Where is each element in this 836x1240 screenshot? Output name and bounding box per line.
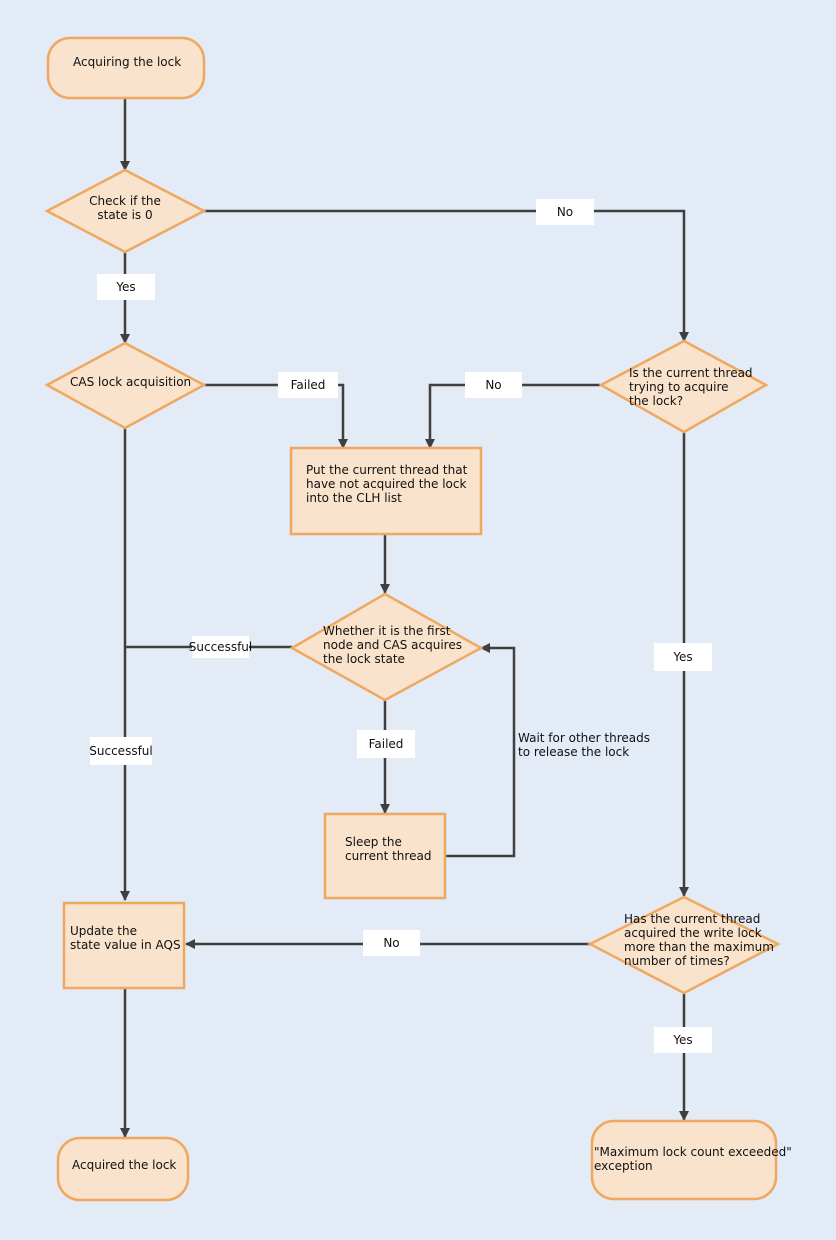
edge-cas-failed-to-clh — [204, 383, 348, 449]
edge-sleep-wait-to-first — [445, 643, 516, 858]
node-label-line: the lock state — [323, 652, 405, 666]
edge-check-no-to-current — [204, 209, 689, 342]
node-label-line: "Maximum lock count exceeded" — [594, 1145, 792, 1159]
node-label-line: current thread — [345, 849, 431, 863]
edge-label-box — [363, 930, 420, 956]
edge-label-max-no: No — [363, 930, 420, 956]
edge-label-box — [90, 737, 152, 765]
edge-label-text: Yes — [672, 650, 692, 664]
edge-label-cas-successful: Successful — [89, 737, 153, 765]
node-label-line: number of times? — [624, 954, 730, 968]
put-clh-process — [289, 446, 483, 536]
edge-label-text: Failed — [291, 378, 326, 392]
node-label-exception: "Maximum lock count exceeded"exception — [594, 1145, 792, 1173]
edge-label-box — [536, 199, 594, 225]
annotation-line: Wait for other threads — [518, 731, 650, 745]
edge-label-box — [465, 372, 522, 398]
max-times-decision — [587, 895, 781, 995]
node-label-line: Is the current thread — [629, 366, 753, 380]
edge-label-text: No — [383, 936, 399, 950]
edge-label-box — [192, 636, 249, 658]
edge-label-text: No — [557, 205, 573, 219]
node-label-line: Put the current thread that — [306, 463, 468, 477]
node-label-start: Acquiring the lock — [73, 55, 181, 69]
edge-label-current-yes: Yes — [654, 643, 712, 671]
edge-label-box — [278, 372, 338, 398]
edge-label-state-yes: Yes — [97, 274, 155, 300]
node-label-line: Has the current thread — [624, 912, 760, 926]
node-label-line: Check if the — [89, 194, 161, 208]
edge-label-text: No — [485, 378, 501, 392]
annotation-line: to release the lock — [518, 745, 629, 759]
node-label-line: Acquired the lock — [72, 1158, 176, 1172]
edge-label-state-no: No — [536, 199, 594, 225]
cas-acquire-decision — [44, 341, 207, 430]
edge-label-text: Yes — [115, 280, 135, 294]
edge-label-box — [357, 730, 415, 758]
node-label-line: exception — [594, 1159, 653, 1173]
edge-label-text: Successful — [189, 640, 252, 654]
node-label-line: Whether it is the first — [323, 624, 451, 638]
node-label-line: CAS lock acquisition — [70, 375, 191, 389]
acquired-terminal — [56, 1136, 190, 1202]
update-state-process — [62, 901, 186, 990]
node-label-line: have not acquired the lock — [306, 477, 466, 491]
node-label-line: state is 0 — [97, 208, 152, 222]
node-label-acquired: Acquired the lock — [72, 1158, 176, 1172]
node-label-line: into the CLH list — [306, 491, 402, 505]
edge-label-box — [97, 274, 155, 300]
node-label-line: node and CAS acquires — [323, 638, 462, 652]
edge-current-no-to-clh — [425, 383, 600, 449]
edge-label-current-no: No — [465, 372, 522, 398]
start-terminal — [46, 36, 206, 100]
node-label-line: trying to acquire — [629, 380, 729, 394]
edge-label-text: Successful — [89, 744, 152, 758]
node-label-line: acquired the write lock — [624, 926, 762, 940]
check-state-decision — [44, 168, 207, 254]
sleep-process — [323, 812, 447, 900]
node-label-line: Update the — [70, 924, 137, 938]
node-label-line: the lock? — [629, 394, 683, 408]
current-thread-decision — [598, 339, 769, 434]
edge-label-first-successful: Successful — [189, 636, 252, 658]
edge-label-cas-failed: Failed — [278, 372, 338, 398]
first-node-decision — [289, 592, 484, 702]
node-label-line: more than the maximum — [624, 940, 774, 954]
edge-label-max-yes: Yes — [654, 1027, 712, 1053]
edge-label-text: Yes — [672, 1033, 692, 1047]
edge-label-text: Failed — [369, 737, 404, 751]
edge-label-box — [654, 643, 712, 671]
exception-terminal — [590, 1119, 778, 1201]
node-label-cas-acquire: CAS lock acquisition — [70, 375, 191, 389]
connectors — [120, 98, 689, 1138]
node-label-line: Sleep the — [345, 835, 402, 849]
edge-label-box — [654, 1027, 712, 1053]
edge-label-first-failed: Failed — [357, 730, 415, 758]
node-label-line: Acquiring the lock — [73, 55, 181, 69]
node-label-line: state value in AQS — [70, 938, 181, 952]
